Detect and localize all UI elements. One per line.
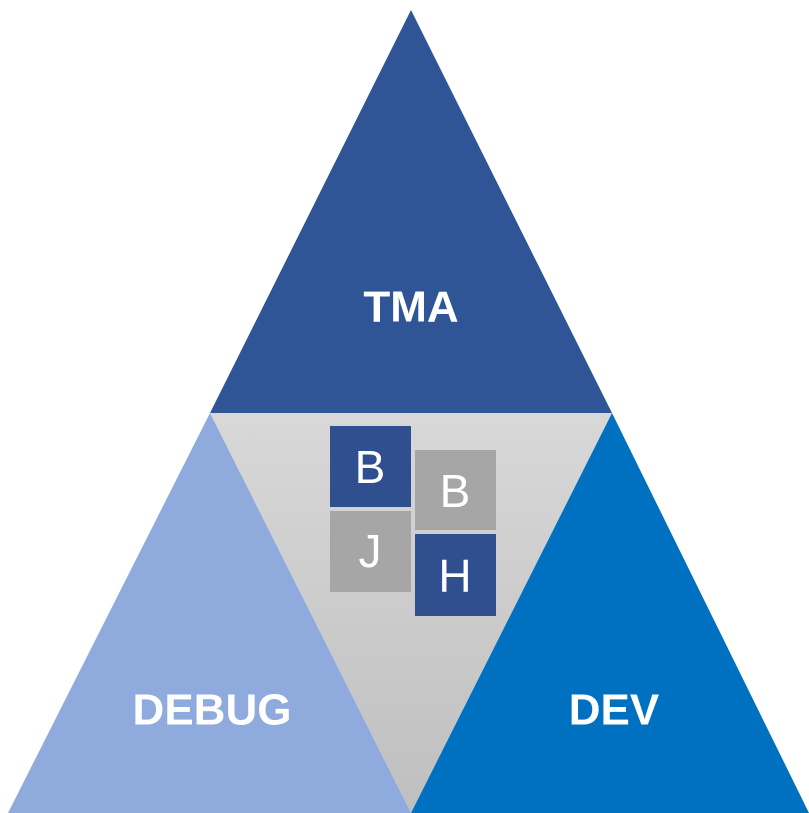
top-triangle <box>210 10 612 413</box>
center-triangle <box>210 413 612 813</box>
left-triangle <box>8 413 411 813</box>
logo-letter-b2: B <box>440 465 471 517</box>
bbjh-logo: B B J H <box>330 426 496 616</box>
logo-tile-h <box>415 534 496 616</box>
left-triangle-label: DEBUG <box>133 686 292 735</box>
logo-tile-j <box>330 511 411 592</box>
right-triangle <box>411 413 809 813</box>
logo-letter-b1: B <box>355 441 386 493</box>
top-triangle-label: TMA <box>363 283 458 332</box>
logo-tile-b2 <box>415 450 496 530</box>
logo-letter-j: J <box>359 525 382 577</box>
logo-tile-b1 <box>330 426 411 507</box>
right-triangle-label: DEV <box>569 686 660 735</box>
logo-letter-h: H <box>438 550 471 602</box>
